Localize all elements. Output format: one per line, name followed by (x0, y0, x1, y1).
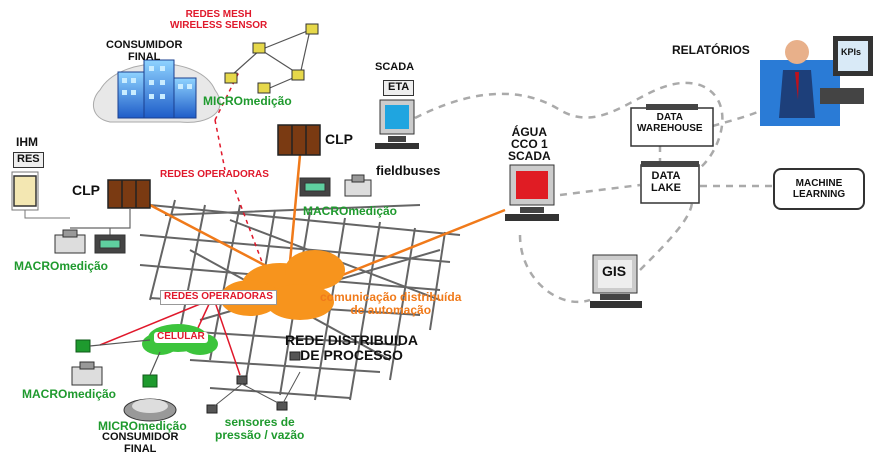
agua-cco-scada-label: ÁGUA CCO 1 SCADA (508, 125, 551, 163)
mesh-nodes (224, 23, 319, 94)
gis-label: GIS (602, 263, 627, 279)
orange-links (149, 154, 506, 280)
macro-bottom-meter (71, 361, 103, 386)
data-lake-store (640, 161, 700, 204)
data-lake-label: DATA LAKE (651, 170, 681, 194)
gis-computer (590, 254, 642, 308)
macro-center-meters (299, 174, 372, 197)
orange-cloud (220, 250, 345, 320)
relatorios-label: RELATÓRIOS (672, 43, 750, 57)
consumer-final-bottom-label: CONSUMIDOR FINAL (102, 431, 179, 455)
ihm-device (11, 171, 70, 219)
macromedicao-left-label: MACROmedição (14, 259, 109, 273)
redes-operadoras-mid-label: REDES OPERADORAS (160, 290, 277, 305)
macro-left-meters (54, 229, 126, 254)
macromedicao-center-label: MACROmedição (303, 204, 398, 218)
mesh-network (231, 29, 311, 91)
clp-left-device (107, 179, 151, 209)
fieldbuses-label: fieldbuses (376, 163, 441, 178)
redes-operadoras-top-label: REDES OPERADORAS (160, 169, 269, 180)
sensores-pressao-vazao-label: sensores de pressão / vazão (215, 415, 305, 442)
macromedicao-bottom-label: MACROmedição (22, 387, 117, 401)
ihm-label: IHM (16, 135, 38, 149)
scada-top-label: SCADA (375, 61, 415, 73)
machine-learning-box: MACHINE LEARNING (773, 168, 865, 210)
celular-label: CELULAR (154, 331, 208, 343)
building-top (92, 59, 221, 123)
clp-center-device (277, 124, 321, 156)
data-warehouse-label: DATA WAREHOUSE (637, 112, 703, 134)
consumer-final-top-label: CONSUMIDOR FINAL (106, 39, 183, 63)
mesh-network-title: REDES MESH WIRELESS SENSOR (170, 9, 268, 31)
clp-left-label: CLP (72, 182, 100, 198)
clp-center-label: CLP (325, 131, 353, 147)
red-dashed-links (214, 69, 263, 263)
kpis-label: KPIs (841, 47, 862, 57)
micromedicao-bottom-label: MICROmedição (98, 419, 187, 433)
data-warehouse-store (630, 104, 714, 147)
micromedicao-top-label: MICROmedição (203, 94, 292, 108)
cco-scada-computer (505, 164, 559, 221)
micro-bottom-meter (123, 398, 177, 422)
res-label: RES (13, 152, 44, 168)
rede-distribuida-label: REDE DISTRIBUIDA DE PROCESSO (285, 332, 419, 363)
scada-eta-computer (375, 99, 419, 149)
eta-label: ETA (383, 80, 415, 96)
reports-person (760, 36, 873, 126)
comunicacao-distribuida-label: comunicação distribuída de automação (320, 290, 462, 317)
